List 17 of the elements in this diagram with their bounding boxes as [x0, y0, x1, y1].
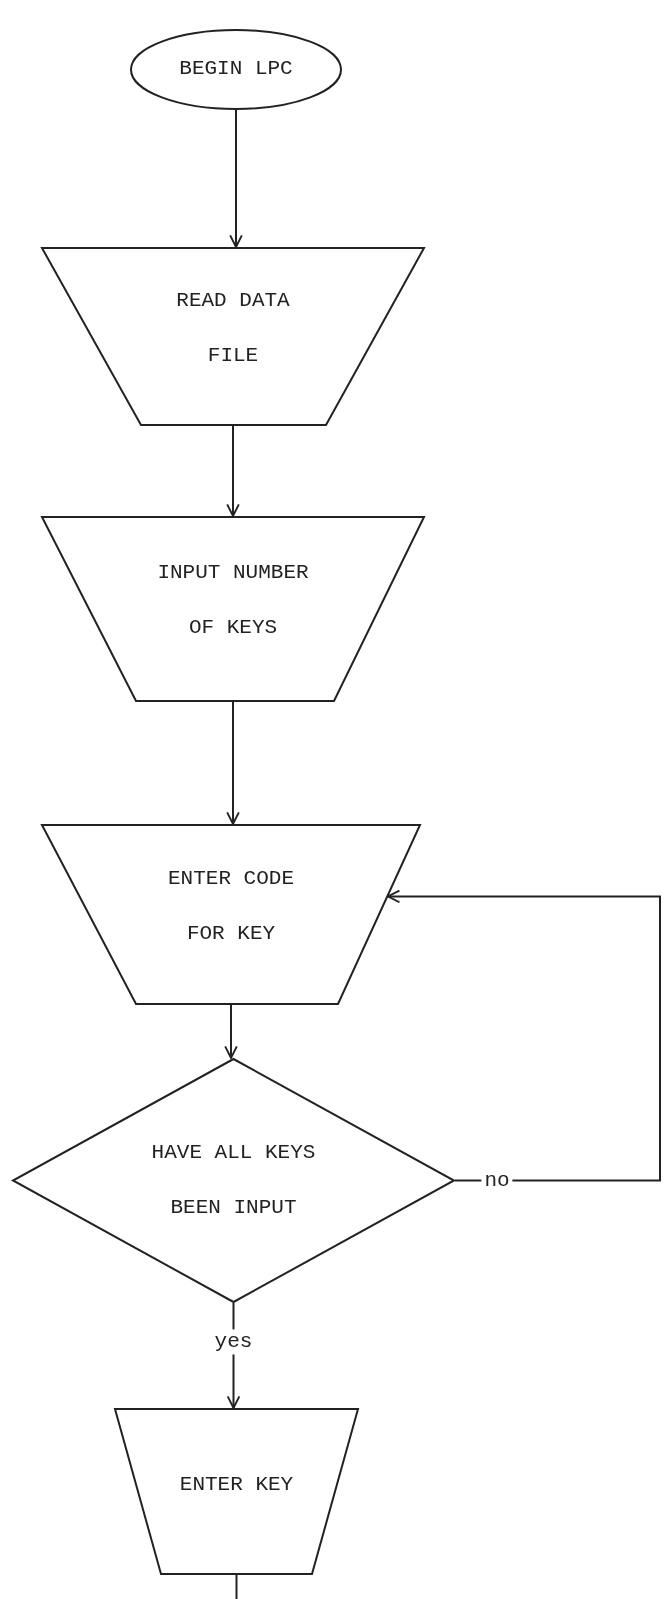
step-text: INPUT NUMBER OF KEYS [156, 560, 310, 641]
connector-arrow [226, 425, 240, 517]
step-text: BEGIN LPC [178, 56, 294, 83]
manual-input-trapezoid [114, 1408, 359, 1575]
terminal-ellipse [130, 29, 342, 110]
connector-arrow [226, 701, 240, 825]
step-text: READ DATA FILE [175, 287, 291, 369]
connector-arrow [386, 889, 661, 1182]
manual-input-trapezoid [41, 247, 425, 426]
step-text: HAVE ALL KEYS BEEN INPUT [151, 1139, 316, 1221]
step-text: ENTER CODE FOR KEY [167, 865, 295, 947]
connector-arrow [229, 109, 243, 248]
step-text: ENTER KEY [178, 1472, 295, 1499]
connector-arrow [224, 1004, 238, 1059]
manual-input-trapezoid [41, 824, 421, 1005]
decision-diamond [12, 1058, 455, 1303]
manual-input-trapezoid [41, 516, 425, 702]
